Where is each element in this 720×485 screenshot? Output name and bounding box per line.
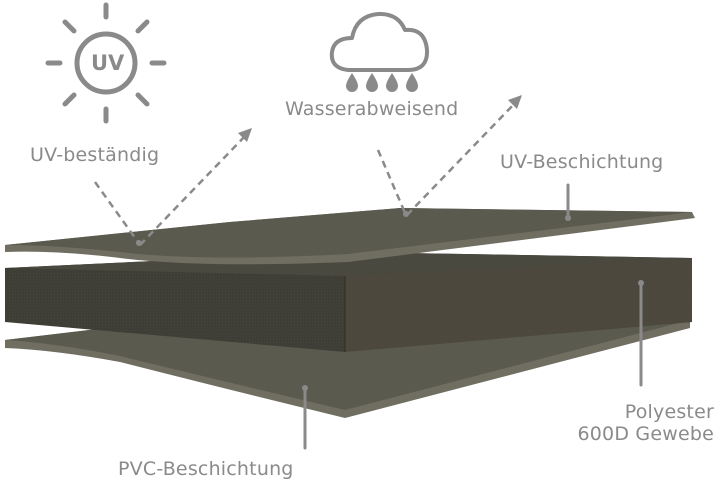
water-pointer-dot <box>403 211 409 217</box>
uv-arrow <box>93 132 249 246</box>
label-pvc-coating: PVC-Beschichtung <box>118 458 294 480</box>
raindrop-icon <box>386 73 398 92</box>
uv-icon-text: UV <box>91 51 125 75</box>
raindrop-icon <box>366 73 378 92</box>
label-uv-coating: UV-Beschichtung <box>500 151 664 173</box>
sun-uv-icon <box>45 2 167 124</box>
uv-arrowhead-icon <box>238 128 252 142</box>
raindrop-icon <box>406 73 418 92</box>
uv-coating-layer <box>5 208 695 265</box>
label-polyester-line1: Polyester <box>624 401 714 423</box>
rain-cloud-icon <box>329 11 430 92</box>
polyester-layer <box>5 252 692 352</box>
label-water-repellent: Wasserabweisend <box>285 98 459 120</box>
water-arrow <box>376 99 519 216</box>
water-arrowhead-icon <box>508 95 522 109</box>
label-polyester: Polyester 600D Gewebe <box>577 401 714 446</box>
uv-pointer-dot <box>136 240 142 246</box>
raindrop-icon <box>346 73 358 92</box>
label-polyester-line2: 600D Gewebe <box>577 422 714 445</box>
label-uv-resistant: UV-beständig <box>30 144 160 166</box>
